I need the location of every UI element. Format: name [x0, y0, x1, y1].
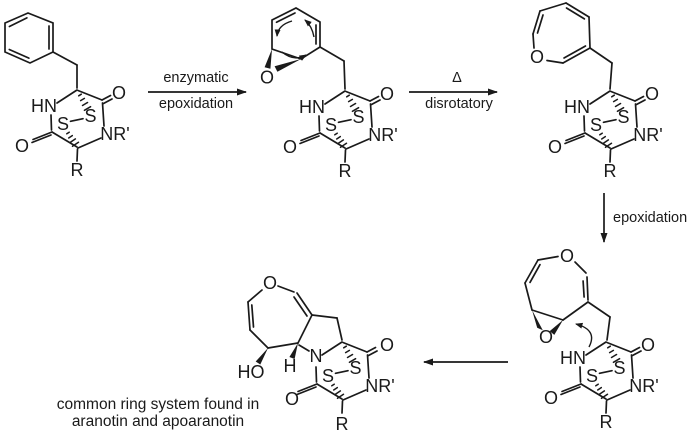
arrow3-label: epoxidation: [613, 210, 687, 226]
structure-1-benzyl-etp: HN S S NR' O O R: [4, 12, 130, 180]
s3-s-upper-label: S: [617, 107, 629, 127]
s1-nr-label: NR': [100, 124, 129, 144]
benzene-ring: [4, 12, 54, 64]
s2-curved-arrows: [274, 19, 315, 61]
s1-o-left-label: O: [15, 136, 29, 156]
s4-epoxide-o-label: O: [539, 327, 553, 347]
structure-3-oxepine: O HN S S NR' O O R: [530, 2, 663, 181]
s5-ring-o-label: O: [263, 273, 277, 293]
structure-5-fused-product: O HO H N S S NR' O O R: [238, 273, 395, 434]
s5-s-upper-label: S: [349, 358, 361, 378]
s1-r-label: R: [71, 160, 84, 180]
arrow1-bottom-label: epoxidation: [159, 96, 233, 112]
s3-ring-o-label: O: [530, 47, 544, 67]
wedge-bond-to-epoxide-o: [274, 59, 301, 72]
s4-o-right-label: O: [641, 335, 655, 355]
s4-s-lower-label: S: [586, 366, 598, 386]
s1-bonds: [4, 12, 78, 89]
s4-s-upper-label: S: [613, 358, 625, 378]
s3-o-left-label: O: [548, 137, 562, 157]
s5-nr-label: NR': [365, 376, 394, 396]
structure-2-arene-oxide: O HN S S NR' O O R: [260, 7, 398, 181]
s4-r-label: R: [600, 412, 613, 432]
s1-s-upper-label: S: [84, 106, 96, 126]
s2-nh-label: HN: [299, 97, 325, 117]
arrow-epoxidation: epoxidation: [600, 193, 687, 243]
s4-bonds: [524, 255, 611, 341]
s5-s-lower-label: S: [322, 366, 334, 386]
arrow2-bottom-label: disrotatory: [425, 96, 493, 112]
arrow2-top-label: Δ: [452, 70, 462, 86]
curved-arrow: [304, 19, 315, 38]
wedge-bond-to-oh: [255, 348, 268, 365]
s5-o-left-label: O: [285, 389, 299, 409]
s2-bonds: [271, 7, 346, 90]
s2-r-label: R: [339, 161, 352, 181]
arrow1-top-label: enzymatic: [163, 70, 228, 86]
s4-nh-label: HN: [560, 348, 586, 368]
s4-nr-label: NR': [629, 376, 658, 396]
s2-nr-label: NR': [368, 125, 397, 145]
s1-s-lower-label: S: [57, 114, 69, 134]
caption: common ring system found in aranotin and…: [57, 396, 259, 430]
s2-o-left-label: O: [283, 137, 297, 157]
curved-arrow: [281, 51, 307, 61]
wedge-bond-to-epoxide-o: [532, 310, 543, 331]
s3-nr-label: NR': [633, 125, 662, 145]
s2-epoxide-o-label: O: [260, 68, 274, 88]
s4-ring-o-label: O: [560, 246, 574, 266]
s5-r-label: R: [336, 414, 349, 434]
wedge-bond-to-epoxide-o: [264, 49, 272, 69]
s3-o-right-label: O: [645, 84, 659, 104]
curved-arrow: [274, 20, 293, 37]
s5-n-label: N: [310, 346, 323, 366]
caption-line-2: aranotin and apoaranotin: [72, 413, 244, 430]
s5-ho-label: HO: [238, 362, 265, 382]
caption-line-1: common ring system found in: [57, 396, 259, 413]
s2-o-right-label: O: [380, 84, 394, 104]
s5-o-right-label: O: [380, 335, 394, 355]
s4-o-left-label: O: [544, 388, 558, 408]
s5-h-label: H: [284, 356, 297, 376]
s1-nh-label: HN: [31, 96, 57, 116]
s3-bonds: [532, 2, 613, 90]
wedge-bond-to-h: [289, 343, 298, 359]
s2-s-upper-label: S: [352, 107, 364, 127]
wedge-bond-to-epoxide-o: [549, 320, 563, 335]
structure-4-oxepine-epoxide: O O HN S S NR' O O R: [524, 246, 659, 432]
s5-bonds: [247, 285, 343, 352]
curved-arrow: [575, 322, 593, 348]
arrow-enzymatic-epoxidation: enzymatic epoxidation: [148, 70, 247, 112]
s1-o-right-label: O: [112, 83, 126, 103]
s3-s-lower-label: S: [590, 115, 602, 135]
s3-nh-label: HN: [564, 97, 590, 117]
s3-r-label: R: [604, 161, 617, 181]
arrow-delta-disrotatory: Δ disrotatory: [409, 70, 498, 112]
s2-s-lower-label: S: [325, 115, 337, 135]
